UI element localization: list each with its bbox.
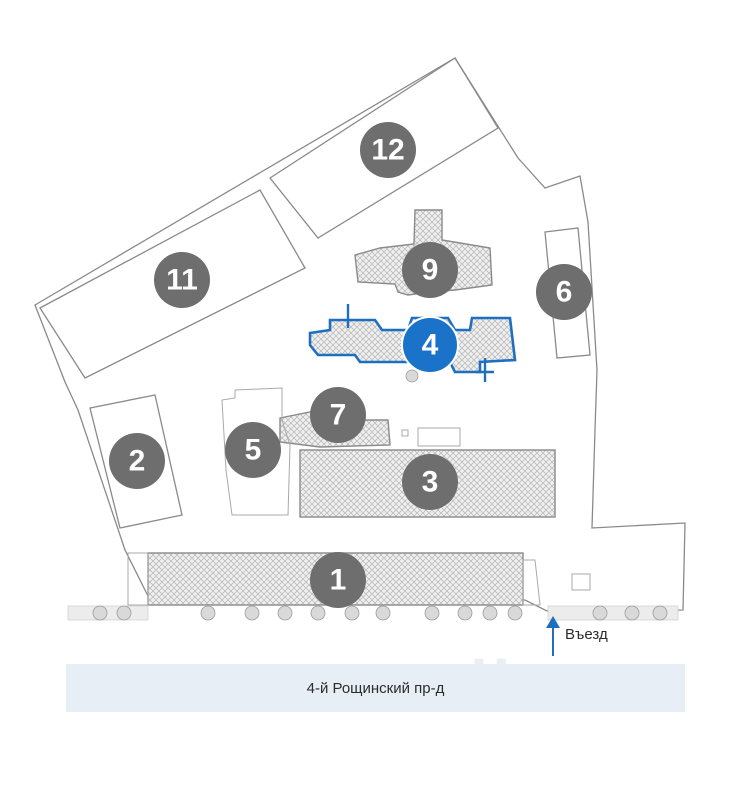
building-badge-2[interactable]: 2 — [109, 433, 165, 489]
small-structure — [571, 573, 591, 591]
small-structure — [417, 427, 461, 447]
building-2-outline — [89, 394, 183, 529]
building-badge-9[interactable]: 9 — [402, 242, 458, 298]
svg-text:12: 12 — [371, 134, 404, 167]
svg-text:2: 2 — [129, 445, 146, 478]
svg-text:9: 9 — [422, 254, 439, 287]
building-badge-4[interactable]: 4 — [401, 316, 459, 374]
street-trees — [67, 605, 679, 621]
building-1-outline — [127, 552, 541, 606]
building-12-outline — [269, 57, 499, 239]
building-badge-3[interactable]: 3 — [402, 454, 458, 510]
entrance-label: Въезд — [565, 626, 608, 643]
svg-text:1: 1 — [330, 564, 347, 597]
small-structure — [401, 429, 409, 437]
building-11-outline — [39, 189, 306, 379]
building-badge-7[interactable]: 7 — [310, 387, 366, 443]
site-boundary — [34, 57, 686, 612]
svg-text:11: 11 — [166, 264, 198, 297]
street-name-label: 4-й Рощинский пр-д — [306, 679, 445, 697]
entrance-arrow-icon — [546, 616, 560, 656]
building-badge-6[interactable]: 6 — [536, 264, 592, 320]
building-badge-1[interactable]: 1 — [310, 552, 366, 608]
svg-text:5: 5 — [245, 434, 262, 467]
building-5-outline — [221, 387, 291, 516]
building-badge-12[interactable]: 12 — [360, 122, 416, 178]
street-name-bar: 4-й Рощинский пр-д — [66, 664, 685, 712]
svg-text:3: 3 — [422, 466, 439, 499]
svg-text:6: 6 — [556, 276, 573, 309]
tree-icon — [405, 369, 419, 383]
building-badge-11[interactable]: 11 — [154, 252, 210, 308]
svg-text:7: 7 — [330, 399, 347, 432]
svg-text:4: 4 — [422, 329, 439, 362]
building-badge-5[interactable]: 5 — [225, 422, 281, 478]
